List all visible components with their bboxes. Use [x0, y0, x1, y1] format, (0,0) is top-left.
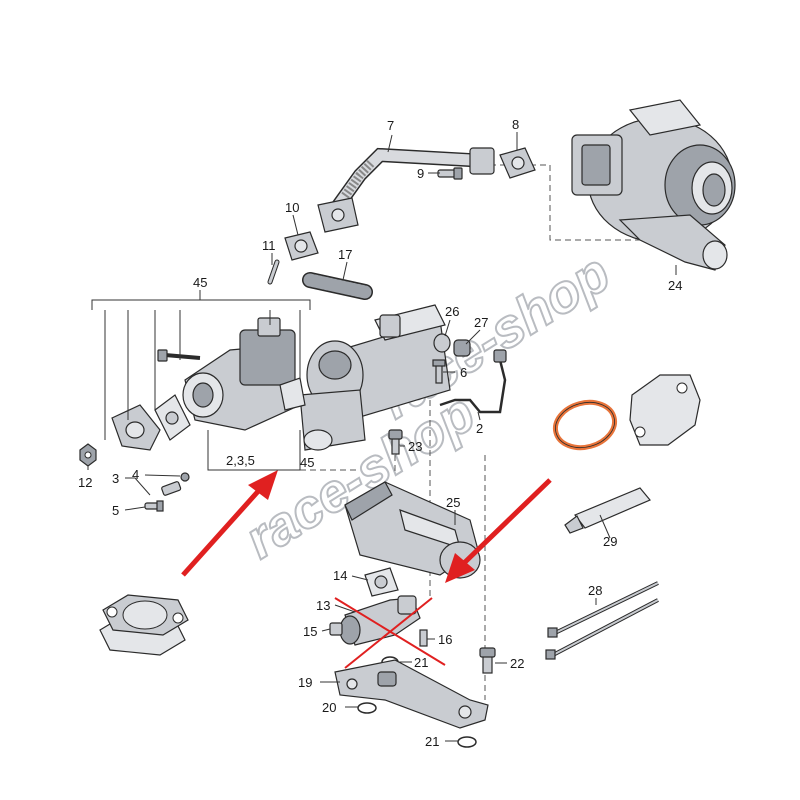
callout-10: 10 [285, 200, 299, 215]
callout-16: 16 [438, 632, 452, 647]
egr-pipe [317, 147, 495, 233]
callout-23: 23 [408, 439, 422, 454]
callout-26: 26 [445, 304, 459, 319]
callout-6: 6 [460, 365, 467, 380]
bolt-5 [144, 500, 164, 512]
callout-14: 14 [333, 568, 347, 583]
callout-20: 20 [322, 700, 336, 715]
callout-3: 3 [112, 471, 119, 486]
bracket-19 [334, 659, 489, 729]
callout-15: 15 [303, 624, 317, 639]
bolt-15 [329, 622, 343, 636]
stud-11 [267, 259, 280, 285]
gasket-left [154, 394, 191, 441]
callout-17: 17 [338, 247, 352, 262]
callout-22: 22 [510, 656, 524, 671]
callout-21b: 21 [425, 734, 439, 749]
callout-13: 13 [316, 598, 330, 613]
washer-21b [457, 736, 477, 748]
bolt-16 [419, 629, 428, 647]
bolt-9 [437, 167, 463, 180]
blanking-plates-left [99, 594, 189, 656]
cable-ties-28 [545, 581, 659, 660]
bolt-4 [180, 472, 190, 482]
gasket-right [279, 377, 306, 411]
callout-8: 8 [512, 117, 519, 132]
callout-45a: 45 [193, 275, 207, 290]
washer-20 [357, 702, 377, 714]
intake-pipe-25 [344, 481, 481, 579]
hose-17 [302, 272, 373, 300]
callout-19: 19 [298, 675, 312, 690]
nut-12 [79, 443, 97, 467]
group-bracket-45 [91, 290, 311, 471]
long-bolt [157, 349, 201, 362]
callout-2-3-5: 2,3,5 [226, 453, 255, 468]
turbocharger [571, 99, 736, 271]
callout-9: 9 [417, 166, 424, 181]
gasket-ring [552, 399, 618, 451]
gasket-14 [364, 567, 399, 597]
sensor-wire-2 [439, 349, 507, 414]
leader-lines [87, 132, 677, 742]
sealant-tube-29 [564, 487, 651, 534]
callout-2: 2 [476, 421, 483, 436]
bolt-23 [388, 429, 403, 455]
callout-24: 24 [668, 278, 682, 293]
sensor-4 [161, 481, 182, 496]
callout-7: 7 [387, 118, 394, 133]
egr-cooler-assembly [299, 304, 451, 451]
callout-29: 29 [603, 534, 617, 549]
bolt-6 [432, 359, 446, 384]
callout-4: 4 [132, 467, 139, 482]
callout-45b: 45 [300, 455, 314, 470]
flange-3 [111, 404, 161, 451]
callout-12: 12 [78, 475, 92, 490]
gasket-10 [284, 231, 319, 261]
cross-out-mark [334, 597, 446, 669]
red-arrows [181, 470, 552, 583]
blanking-plate-right [629, 374, 701, 446]
sensor-26 [433, 333, 451, 353]
gasket-8 [499, 147, 536, 179]
pipe-13 [339, 595, 421, 646]
callout-21a: 21 [414, 655, 428, 670]
callout-11: 11 [262, 238, 276, 253]
callout-5: 5 [112, 503, 119, 518]
callout-labels: 7 8 9 10 11 17 24 45 26 27 6 2 23 2,3,5 … [78, 117, 682, 749]
callout-28: 28 [588, 583, 602, 598]
callout-27: 27 [474, 315, 488, 330]
actuator-housing [182, 317, 301, 431]
bolt-22 [479, 647, 496, 674]
callout-25: 25 [446, 495, 460, 510]
